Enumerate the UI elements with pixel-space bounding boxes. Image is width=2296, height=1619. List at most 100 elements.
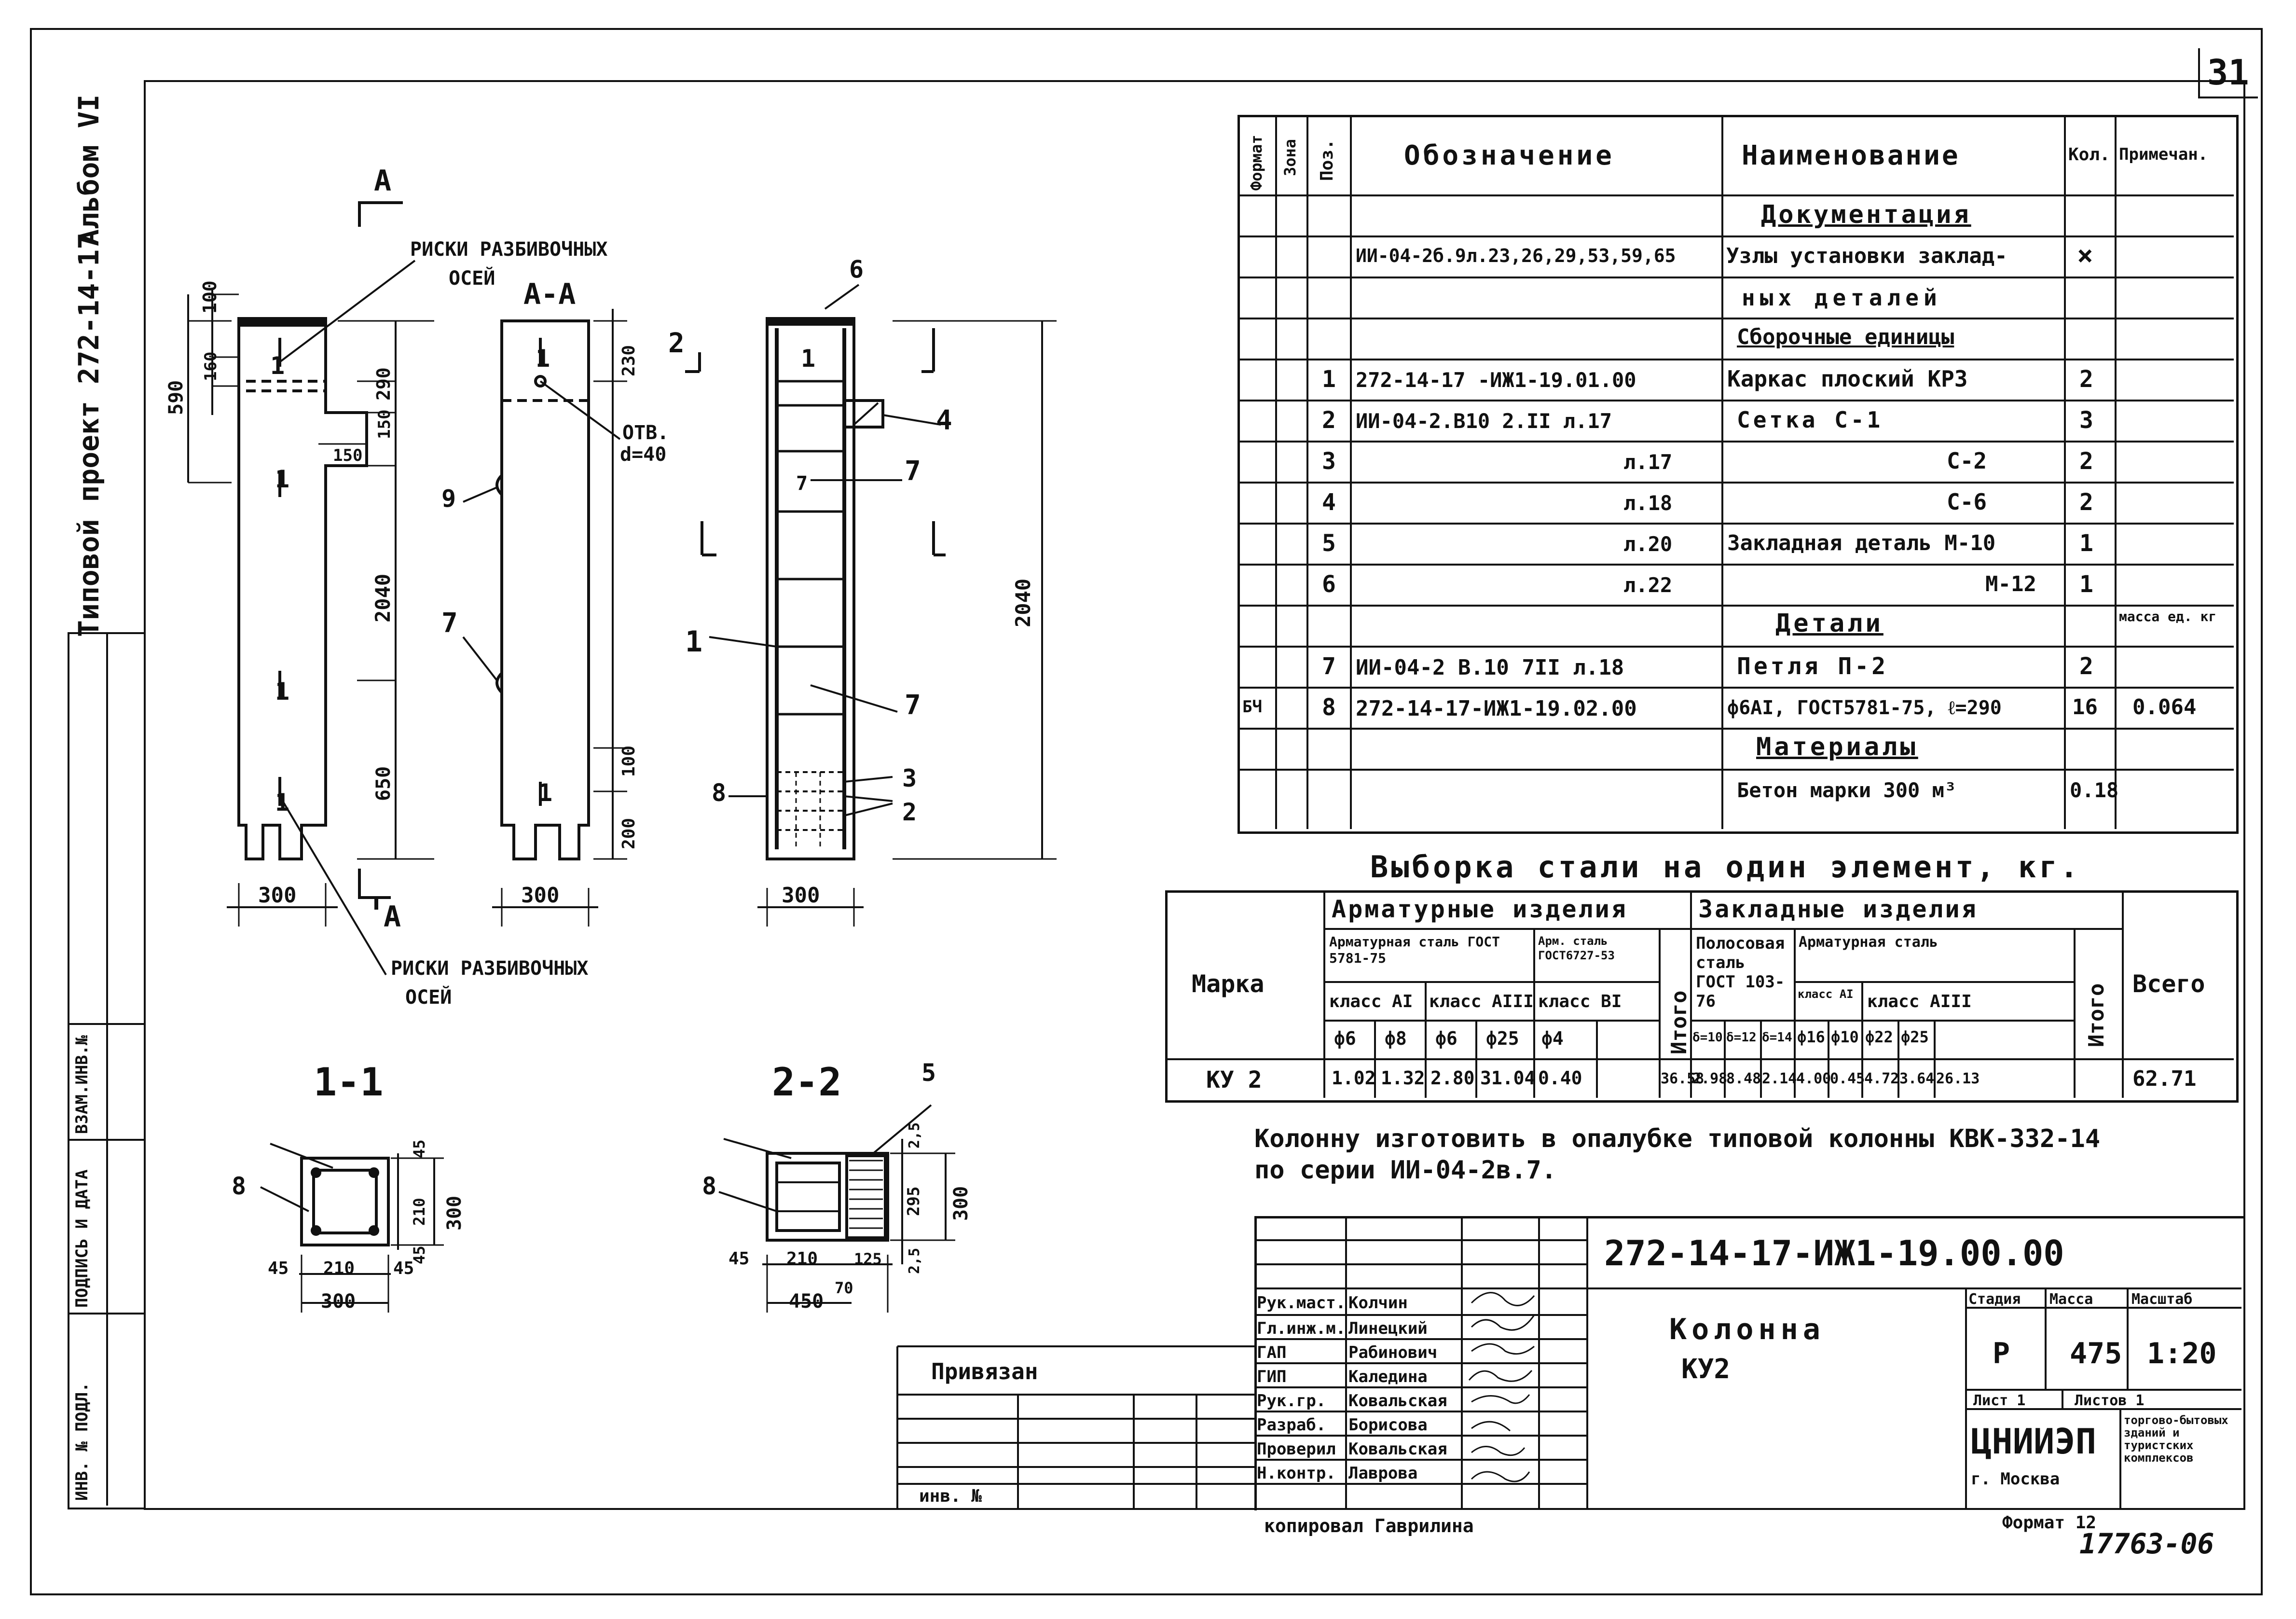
spec-row-5-name: Сетка С-1 (1737, 407, 1884, 433)
steel-diam: ф10 (1831, 1028, 1859, 1046)
section-1-1-outline (300, 1157, 390, 1246)
steel-arm-gost2: Арм. сталь ГОСТ6727-53 (1538, 934, 1615, 962)
spec-row-7-qty: 2 (2079, 489, 2093, 516)
steel-row-value: 4.72 (1864, 1070, 1899, 1087)
s1-dim-45-a: 45 (410, 1139, 428, 1158)
pos-label: 1 (685, 625, 702, 659)
margin-stamp-row-2 (68, 1139, 144, 1141)
spec-row-10-name: Детали (1775, 609, 1884, 638)
pos-label: 7 (441, 608, 458, 639)
dim-2040-a: 2040 (371, 574, 395, 623)
pos-label: 5 (921, 1059, 936, 1087)
steel-diam: ф22 (1865, 1028, 1893, 1046)
s1-dim-300-b: 300 (321, 1290, 356, 1313)
spec-row-12-qty: 16 (2072, 695, 2098, 720)
spec-row-6-qty: 2 (2079, 448, 2093, 475)
s1-dim-45-d: 45 (393, 1259, 414, 1278)
margin-stamp-row-1 (68, 1023, 144, 1025)
spec-row-9-qty: 1 (2079, 571, 2093, 598)
pos-label: 7 (905, 456, 921, 487)
dim-290: 290 (373, 367, 394, 401)
spec-row-8-designation: л.20 (1623, 532, 1673, 556)
title-person: Ковальская (1348, 1391, 1447, 1411)
margin-stamp-row-3 (68, 1313, 144, 1315)
steel-row-value: 1.32 (1381, 1067, 1425, 1089)
spec-row-7-name: С-6 (1947, 489, 1987, 515)
title-inv: инв. № (919, 1486, 982, 1506)
title-person: Линецкий (1348, 1319, 1428, 1338)
spec-row-6-designation: л.17 (1623, 450, 1673, 474)
s2-dim-70: 70 (835, 1279, 853, 1297)
s2-dim-210: 210 (786, 1249, 818, 1269)
column-elevation-outline (237, 319, 368, 860)
margin-stamp-divider (106, 632, 108, 1506)
title-org-sub: торгово-бытовых зданий и туристских комп… (2124, 1413, 2228, 1465)
title-person: Колчин (1348, 1293, 1408, 1313)
title-role: Разраб. (1257, 1415, 1326, 1435)
s1-dim-45-b: 45 (410, 1245, 428, 1264)
spec-table (1237, 115, 2239, 834)
pos-label: 8 (712, 779, 726, 807)
steel-row-value: 0.45 (1830, 1070, 1865, 1087)
spec-row-4-name: Каркас плоский КР3 (1727, 366, 1968, 392)
dim-200: 200 (619, 818, 639, 849)
title-person: Рабинович (1348, 1343, 1438, 1362)
pos-label: 4 (936, 405, 952, 436)
steel-row-value: 3.64 (1899, 1070, 1935, 1087)
pos-label: 1 (536, 345, 550, 373)
spec-row-1-designation: ИИ-04-2б.9л.23,26,29,53,59,65 (1356, 245, 1676, 266)
title-role: Рук.гр. (1257, 1391, 1326, 1411)
notch-label-bottom-1: РИСКИ РАЗБИВОЧНЫХ (391, 957, 588, 980)
spec-header-qty: Кол. (2068, 145, 2110, 165)
title-copied: копировал Гаврилина (1264, 1515, 1474, 1536)
spec-row-6-name: С-2 (1947, 448, 1987, 474)
note-line-2: по серии ИИ-04-2в.7. (1254, 1156, 1557, 1185)
spec-row-12-note: 0.064 (2132, 695, 2197, 720)
spec-row-9-designation: л.22 (1623, 573, 1673, 597)
notch-label-top-1: РИСКИ РАЗБИВОЧНЫХ (410, 238, 607, 261)
spec-row-2-name: ных деталей (1742, 285, 1942, 311)
steel-klass-a1b: класс АI (1798, 987, 1854, 1001)
steel-diam: ф8 (1385, 1028, 1407, 1049)
spec-row-9-name: М-12 (1985, 572, 2036, 596)
title-role: Н.контр. (1257, 1464, 1336, 1483)
steel-arm-steel3: Арматурная сталь (1799, 934, 1938, 951)
pos-label: 1 (801, 345, 815, 373)
spec-row-5-designation: ИИ-04-2.В10 2.II л.17 (1356, 409, 1612, 433)
title-code: 272-14-17-ИЖ1-19.00.00 (1604, 1233, 2064, 1273)
title-name-2: КУ2 (1681, 1354, 1731, 1385)
spec-row-3-name: Сборочные единицы (1737, 325, 1954, 349)
spec-row-11-designation: ИИ-04-2 В.10 7II л.18 (1356, 655, 1624, 680)
spec-row-1-name: Узлы установки заклад- (1726, 244, 2007, 268)
steel-diam: ф6 (1334, 1028, 1356, 1049)
dim-2040-b: 2040 (1011, 579, 1035, 627)
s2-dim-450: 450 (789, 1290, 824, 1313)
title-city: г. Москва (1971, 1469, 2060, 1489)
title-stamp-number: 17763-06 (2079, 1527, 2214, 1560)
note-line-1: Колонну изготовить в опалубке типовой ко… (1254, 1124, 2101, 1153)
spec-row-1-qty: × (2077, 240, 2093, 271)
section-2-2-outline (766, 1152, 889, 1242)
steel-row-mark: КУ 2 (1206, 1066, 1262, 1093)
title-role: Рук.маст. (1257, 1293, 1346, 1313)
spec-row-12-designation: 272-14-17-ИЖ1-19.02.00 (1356, 696, 1637, 721)
title-person: Ковальская (1348, 1439, 1447, 1459)
spec-row-4-designation: 272-14-17 -ИЖ1-19.01.00 (1356, 368, 1636, 392)
steel-arm-gost: Арматурная сталь ГОСТ 5781-75 (1329, 934, 1500, 966)
steel-row-value: 26.13 (1936, 1070, 1980, 1087)
title-role: Гл.инж.м. (1257, 1319, 1346, 1338)
steel-vsego: Всего (2132, 970, 2205, 998)
inner-frame (144, 80, 2245, 1510)
section-11-title: 1-1 (314, 1060, 384, 1105)
title-stage: Р (1993, 1337, 2010, 1370)
s2-dim-2-5-b: 2,5 (906, 1248, 923, 1274)
title-person: Каледина (1348, 1367, 1428, 1386)
spec-row-0-name: Документация (1761, 200, 1971, 229)
spec-row-11-pos: 7 (1322, 653, 1336, 680)
title-privyazan: Привязан (931, 1358, 1038, 1384)
steel-diam: ф25 (1486, 1028, 1519, 1049)
title-scale: 1:20 (2147, 1337, 2217, 1370)
